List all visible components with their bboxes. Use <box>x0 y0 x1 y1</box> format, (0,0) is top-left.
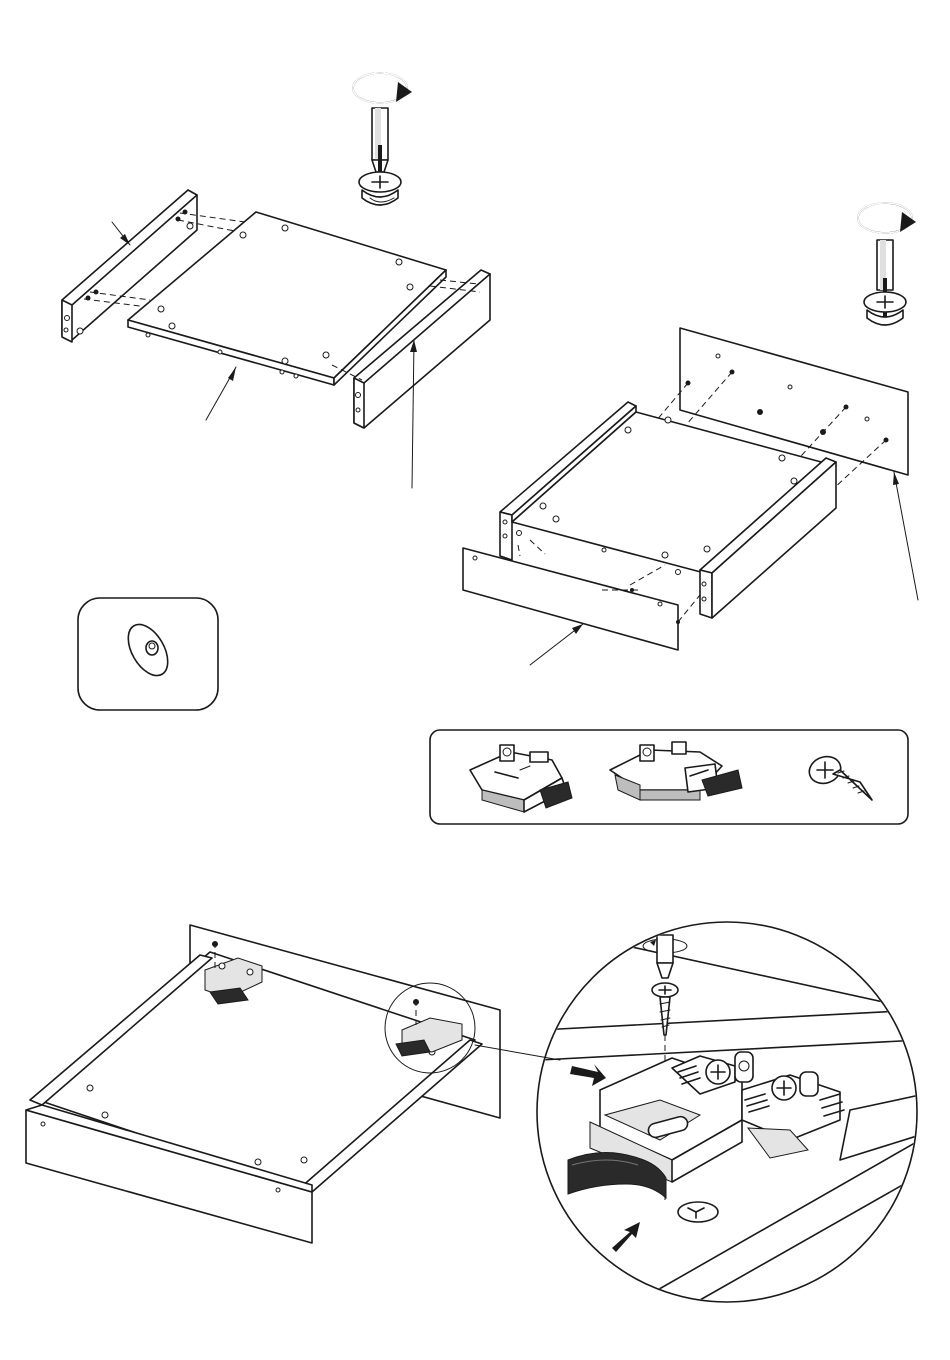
screwdriver-cam-lock-icon-1 <box>353 73 412 205</box>
rotation-arrow-icon <box>353 73 412 103</box>
screwdriver-tip-icon <box>643 935 687 978</box>
drawer-with-slide-clips <box>26 925 560 1243</box>
screw-icon <box>652 983 678 1035</box>
cam-lock-detail-callout <box>78 598 218 710</box>
hardware-parts-callout <box>430 730 908 824</box>
rotation-arrow-icon <box>858 203 916 233</box>
slide-clip-detail-magnified <box>537 922 920 1302</box>
screwdriver-cam-lock-icon-2 <box>858 203 916 325</box>
